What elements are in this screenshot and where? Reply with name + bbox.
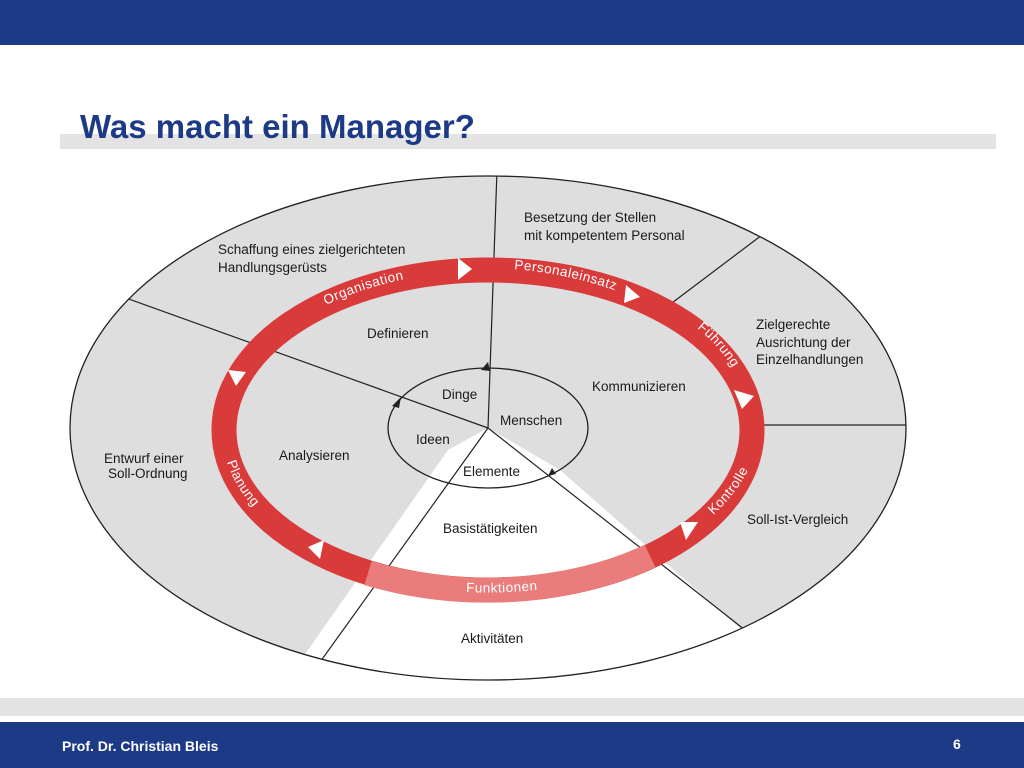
outer-ellipse bbox=[69, 175, 907, 681]
divider-line bbox=[487, 427, 746, 631]
label-elemente: Elemente bbox=[463, 464, 520, 479]
arrow-head-icon bbox=[548, 468, 556, 476]
divider-line bbox=[111, 292, 489, 429]
slide-title: Was macht ein Manager? bbox=[80, 108, 475, 145]
function-ring-light-segment bbox=[364, 544, 656, 603]
arrow-down-left-icon bbox=[680, 522, 698, 540]
ring-label-funktionen: Funktionen bbox=[466, 578, 538, 596]
activities-sector bbox=[280, 428, 760, 680]
divider-line bbox=[487, 176, 498, 429]
arrow-right-icon bbox=[458, 258, 472, 280]
page-number: 6 bbox=[953, 736, 961, 752]
arrow-down-icon bbox=[734, 390, 754, 409]
label-aktivitaeten: Aktivitäten bbox=[461, 631, 523, 646]
label-analysieren: Analysieren bbox=[279, 448, 350, 463]
footer-band bbox=[0, 698, 1024, 716]
footer-bar bbox=[0, 722, 1024, 768]
label-definieren: Definieren bbox=[367, 326, 429, 341]
outer-sectors bbox=[70, 176, 906, 680]
label-planung-desc: Entwurf einer Soll-Ordnung bbox=[104, 451, 188, 481]
label-kontrolle-desc: Soll-Ist-Vergleich bbox=[747, 512, 848, 527]
arrow-up-icon bbox=[228, 370, 246, 386]
arrow-right-icon bbox=[624, 285, 640, 303]
arrow-head-icon bbox=[392, 397, 401, 408]
label-basistaetigkeiten: Basistätigkeiten bbox=[443, 521, 538, 536]
label-fuehrung-desc: Zielgerechte Ausrichtung der Einzelhandl… bbox=[756, 317, 863, 367]
title-underline-band bbox=[60, 134, 996, 149]
label-kommunizieren: Kommunizieren bbox=[592, 379, 686, 394]
arrow-up-left-icon bbox=[308, 540, 324, 559]
label-menschen: Menschen bbox=[500, 413, 562, 428]
label-organisation-desc: Schaffung eines zielgerichteten Handlung… bbox=[218, 242, 409, 275]
top-bar bbox=[0, 0, 1024, 45]
label-dinge: Dinge bbox=[442, 387, 477, 402]
divider-line bbox=[299, 427, 489, 680]
arrow-head-icon bbox=[481, 362, 490, 371]
label-ideen: Ideen bbox=[416, 432, 450, 447]
label-personaleinsatz-desc: Besetzung der Stellen mit kompetentem Pe… bbox=[524, 210, 685, 243]
footer-author: Prof. Dr. Christian Bleis bbox=[62, 738, 219, 754]
